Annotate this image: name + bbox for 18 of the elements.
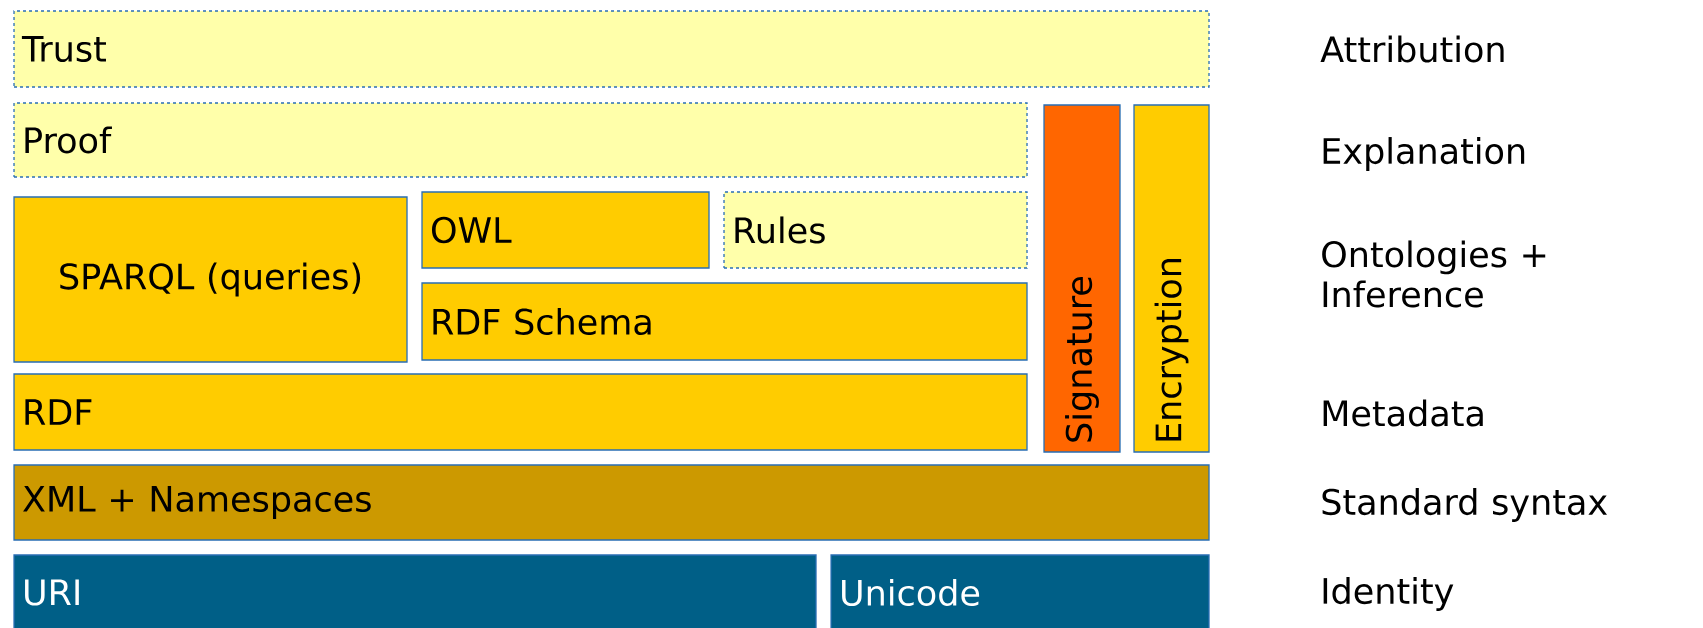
layer-box: RDF (13, 373, 1028, 451)
layer-box: Proof (13, 102, 1028, 178)
layer-box: OWL (421, 191, 710, 269)
layer-box: Unicode (830, 554, 1210, 628)
layer-description: Standard syntax (1322, 488, 1607, 522)
layer-box: Trust (13, 10, 1210, 88)
layer-box: XML + Namespaces (13, 464, 1210, 541)
layer-description: Attribution (1320, 35, 1504, 63)
layer-box: SPARQL (queries) (13, 196, 408, 363)
layer-description: Metadata (1323, 399, 1483, 427)
layer-description: Explanation (1323, 137, 1525, 171)
layer-description: Ontologies + Inference (1322, 240, 1546, 308)
layer-description: Identity (1323, 577, 1454, 611)
vertical-layer-box: Encryption (1133, 104, 1210, 453)
layer-box: Rules (723, 191, 1028, 269)
layer-box: URI (13, 554, 817, 628)
layer-box: RDF Schema (421, 282, 1028, 361)
vertical-layer-box: Signature (1043, 104, 1121, 453)
